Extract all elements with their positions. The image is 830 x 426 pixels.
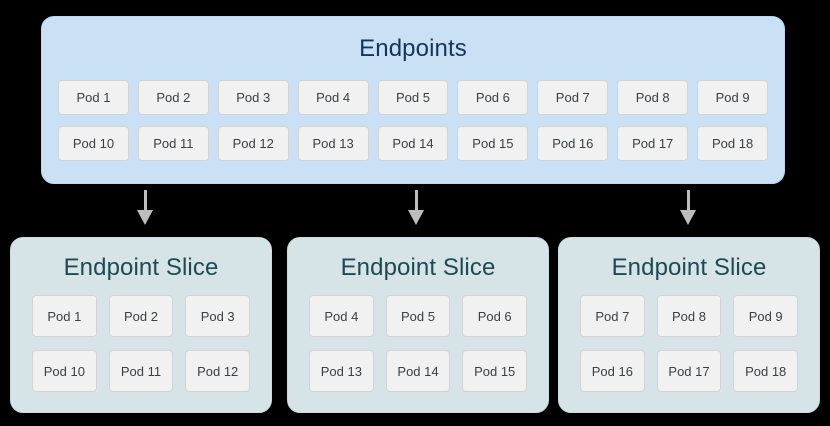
endpoint-slice-title: Endpoint Slice (63, 254, 219, 281)
endpoint-slice-panel-3: Endpoint Slice Pod 7 Pod 8 Pod 9 Pod 16 … (558, 237, 820, 413)
pod-chip[interactable]: Pod 4 (297, 80, 369, 115)
pod-chip[interactable]: Pod 17 (617, 126, 689, 161)
pod-chip[interactable]: Pod 2 (137, 80, 209, 115)
arrow-head (408, 210, 424, 225)
pod-chip[interactable]: Pod 18 (697, 126, 769, 161)
slice-pod-row: Pod 16 Pod 17 Pod 18 (580, 350, 799, 392)
pod-chip[interactable]: Pod 18 (733, 350, 799, 392)
pod-chip[interactable]: Pod 16 (580, 350, 645, 392)
arrow-head (680, 210, 696, 225)
endpoints-title: Endpoints (359, 35, 467, 62)
pod-chip[interactable]: Pod 12 (185, 350, 251, 392)
arrow-shaft (687, 190, 690, 212)
pod-chip[interactable]: Pod 7 (580, 295, 645, 337)
arrow-down-icon (678, 190, 698, 225)
pod-chip[interactable]: Pod 5 (377, 80, 449, 115)
arrow-down-icon (406, 190, 426, 225)
pod-chip[interactable]: Pod 6 (462, 295, 528, 337)
pod-chip[interactable]: Pod 3 (217, 80, 289, 115)
slice-pod-row: Pod 4 Pod 5 Pod 6 (309, 295, 528, 337)
pod-chip[interactable]: Pod 13 (297, 126, 369, 161)
arrow-shaft (415, 190, 418, 212)
arrow-head (137, 210, 153, 225)
pod-chip[interactable]: Pod 2 (108, 295, 174, 337)
endpoints-panel: Endpoints Pod 1 Pod 2 Pod 3 Pod 4 Pod 5 … (41, 16, 785, 184)
pod-chip[interactable]: Pod 12 (217, 126, 289, 161)
slice-pod-row: Pod 13 Pod 14 Pod 15 (309, 350, 528, 392)
endpoint-slice-panel-2: Endpoint Slice Pod 4 Pod 5 Pod 6 Pod 13 … (287, 237, 549, 413)
arrow-down-icon (135, 190, 155, 225)
pod-chip[interactable]: Pod 4 (309, 295, 374, 337)
slice-pod-grid: Pod 1 Pod 2 Pod 3 Pod 10 Pod 11 Pod 12 (32, 295, 251, 392)
endpoints-pod-row: Pod 1 Pod 2 Pod 3 Pod 4 Pod 5 Pod 6 Pod … (58, 80, 769, 115)
pod-chip[interactable]: Pod 10 (58, 126, 129, 161)
pod-chip[interactable]: Pod 9 (697, 80, 769, 115)
endpoints-pod-grid: Pod 1 Pod 2 Pod 3 Pod 4 Pod 5 Pod 6 Pod … (58, 80, 769, 161)
endpoint-slice-panel-1: Endpoint Slice Pod 1 Pod 2 Pod 3 Pod 10 … (10, 237, 272, 413)
pod-chip[interactable]: Pod 16 (537, 126, 609, 161)
pod-chip[interactable]: Pod 10 (32, 350, 97, 392)
arrow-shaft (144, 190, 147, 212)
pod-chip[interactable]: Pod 1 (58, 80, 129, 115)
pod-chip[interactable]: Pod 8 (617, 80, 689, 115)
pod-chip[interactable]: Pod 7 (537, 80, 609, 115)
endpoints-pod-row: Pod 10 Pod 11 Pod 12 Pod 13 Pod 14 Pod 1… (58, 126, 769, 161)
pod-chip[interactable]: Pod 11 (108, 350, 174, 392)
pod-chip[interactable]: Pod 1 (32, 295, 97, 337)
pod-chip[interactable]: Pod 14 (385, 350, 451, 392)
endpoint-slice-title: Endpoint Slice (340, 254, 496, 281)
pod-chip[interactable]: Pod 3 (185, 295, 251, 337)
pod-chip[interactable]: Pod 14 (377, 126, 449, 161)
pod-chip[interactable]: Pod 8 (656, 295, 722, 337)
pod-chip[interactable]: Pod 15 (462, 350, 528, 392)
slice-pod-row: Pod 10 Pod 11 Pod 12 (32, 350, 251, 392)
slice-pod-grid: Pod 4 Pod 5 Pod 6 Pod 13 Pod 14 Pod 15 (309, 295, 528, 392)
slice-pod-row: Pod 1 Pod 2 Pod 3 (32, 295, 251, 337)
pod-chip[interactable]: Pod 5 (385, 295, 451, 337)
pod-chip[interactable]: Pod 13 (309, 350, 374, 392)
slice-pod-grid: Pod 7 Pod 8 Pod 9 Pod 16 Pod 17 Pod 18 (580, 295, 799, 392)
pod-chip[interactable]: Pod 15 (457, 126, 529, 161)
slice-pod-row: Pod 7 Pod 8 Pod 9 (580, 295, 799, 337)
pod-chip[interactable]: Pod 11 (137, 126, 209, 161)
pod-chip[interactable]: Pod 9 (733, 295, 799, 337)
pod-chip[interactable]: Pod 17 (656, 350, 722, 392)
endpoint-slice-title: Endpoint Slice (611, 254, 767, 281)
pod-chip[interactable]: Pod 6 (457, 80, 529, 115)
